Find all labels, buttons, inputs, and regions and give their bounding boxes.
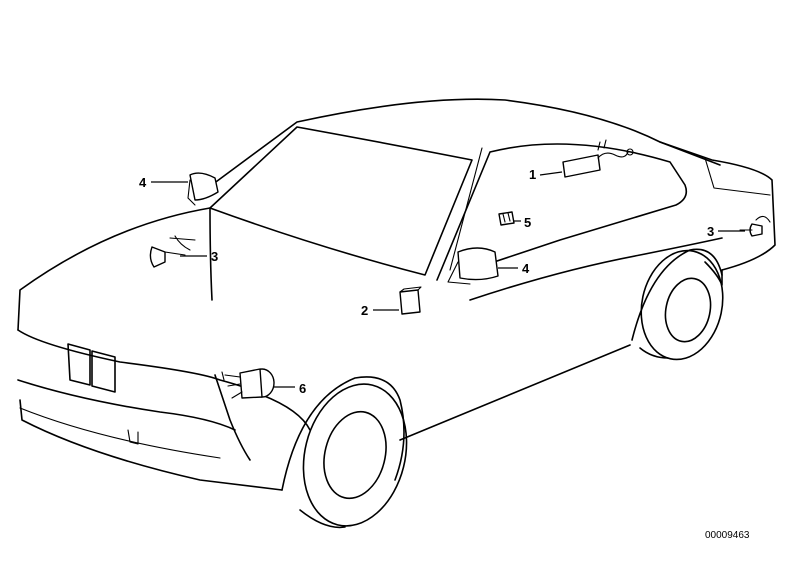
front-bumper-top	[17, 379, 236, 431]
callout-6: 6	[273, 381, 306, 396]
trunk-outline	[659, 141, 776, 271]
part-3-horn-front	[149, 235, 196, 268]
part-3-horn-rear	[739, 215, 771, 237]
callout-1: 1	[529, 167, 563, 182]
front-bumper-bottom	[19, 399, 283, 491]
car-body	[17, 98, 776, 491]
front-fender-line	[214, 374, 251, 461]
rear-wheel	[631, 248, 724, 361]
callout-5-label: 5	[524, 215, 531, 230]
windshield	[209, 126, 473, 276]
callout-4-right-label: 4	[522, 261, 530, 276]
callout-4-left: 4	[139, 175, 188, 190]
side-window-divider	[449, 147, 483, 271]
callout-2: 2	[361, 303, 399, 318]
a-pillar	[436, 143, 688, 281]
part-5-switch	[498, 211, 515, 226]
callout-3-rear: 3	[707, 224, 745, 239]
part-6-horn-unit	[221, 368, 275, 399]
callout-4-right: 4	[498, 261, 530, 276]
callout-6-label: 6	[299, 381, 306, 396]
callout-3-rear-label: 3	[707, 224, 714, 239]
callout-1-label: 1	[529, 167, 536, 182]
hood-outline	[17, 207, 211, 331]
callout-5: 5	[513, 215, 531, 230]
sill-line	[399, 344, 631, 441]
front-fascia	[17, 329, 311, 431]
part-4-mirror-right	[447, 247, 499, 285]
callout-3-front: 3	[180, 249, 218, 264]
roof-outline	[204, 98, 721, 191]
bumper-mid-line	[19, 407, 221, 459]
part-4-mirror-left	[187, 172, 219, 206]
part-2-module	[399, 286, 422, 315]
callout-3-front-label: 3	[211, 249, 218, 264]
side-body-line	[469, 237, 723, 301]
c-pillar-line	[704, 157, 771, 196]
callout-4-left-label: 4	[139, 175, 147, 190]
bumper-notch	[127, 429, 139, 445]
front-wheel	[281, 376, 408, 529]
drawing-code: 00009463	[705, 530, 750, 541]
kidney-grille	[67, 343, 116, 393]
part-1-control-unit	[562, 139, 634, 178]
callout-2-label: 2	[361, 303, 368, 318]
hood-crease	[209, 207, 213, 301]
